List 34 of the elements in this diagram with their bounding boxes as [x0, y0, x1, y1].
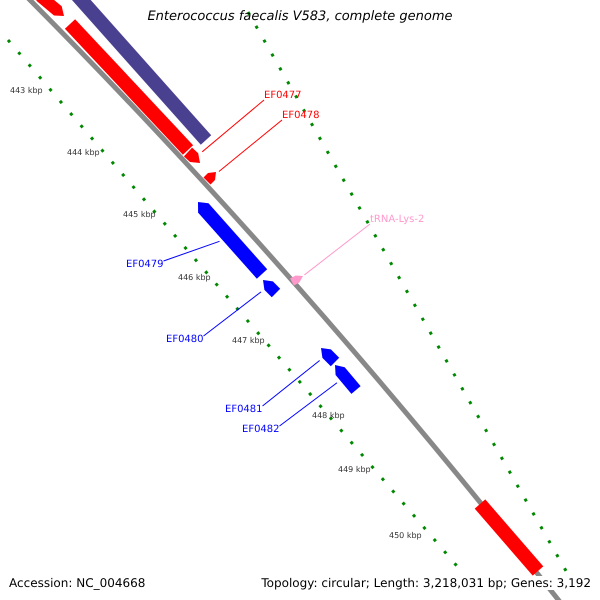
gene-label: EF0482: [242, 424, 280, 436]
gene-label: EF0481: [225, 404, 263, 416]
gene-feature: [335, 365, 361, 394]
footer-text: Accession: NC_004668: [9, 576, 146, 590]
gene-bar: [64, 19, 194, 155]
scale-label: 448 kbp: [312, 410, 345, 422]
gene-bar: [474, 499, 544, 576]
scale-label: 445 kbp: [123, 209, 156, 221]
scale-label: 449 kbp: [338, 464, 371, 476]
leader-line: [279, 382, 338, 426]
gene-label: EF0478: [282, 110, 320, 122]
scale-label: 450 kbp: [389, 530, 422, 542]
gene-feature: [263, 280, 280, 298]
title: Enterococcus faecalis V583, complete genome: [146, 9, 454, 25]
gene-feature: [204, 172, 216, 184]
leader-line: [304, 224, 370, 276]
gene-feature: [184, 148, 200, 163]
leader-line: [218, 120, 282, 172]
gene-feature: [321, 348, 340, 366]
scale-label: 444 kbp: [67, 147, 100, 159]
leader-line: [163, 240, 220, 262]
scale-label: 443 kbp: [10, 85, 43, 97]
gene-feature: [36, 0, 64, 16]
gene-label: tRNA-Lys-2: [370, 214, 424, 226]
gene-feature: [290, 276, 303, 286]
footer-text: Topology: circular; Length: 3,218,031 bp; Genes: 3,192: [261, 576, 591, 590]
gene-label: EF0480: [166, 334, 204, 346]
leader-line: [202, 100, 264, 152]
scale-label: 447 kbp: [232, 335, 265, 347]
leader-line: [203, 291, 262, 336]
gene-label: EF0479: [126, 259, 164, 271]
scale-label: 446 kbp: [178, 272, 211, 284]
leader-line: [262, 360, 320, 406]
gene-label: EF0477: [264, 90, 302, 102]
